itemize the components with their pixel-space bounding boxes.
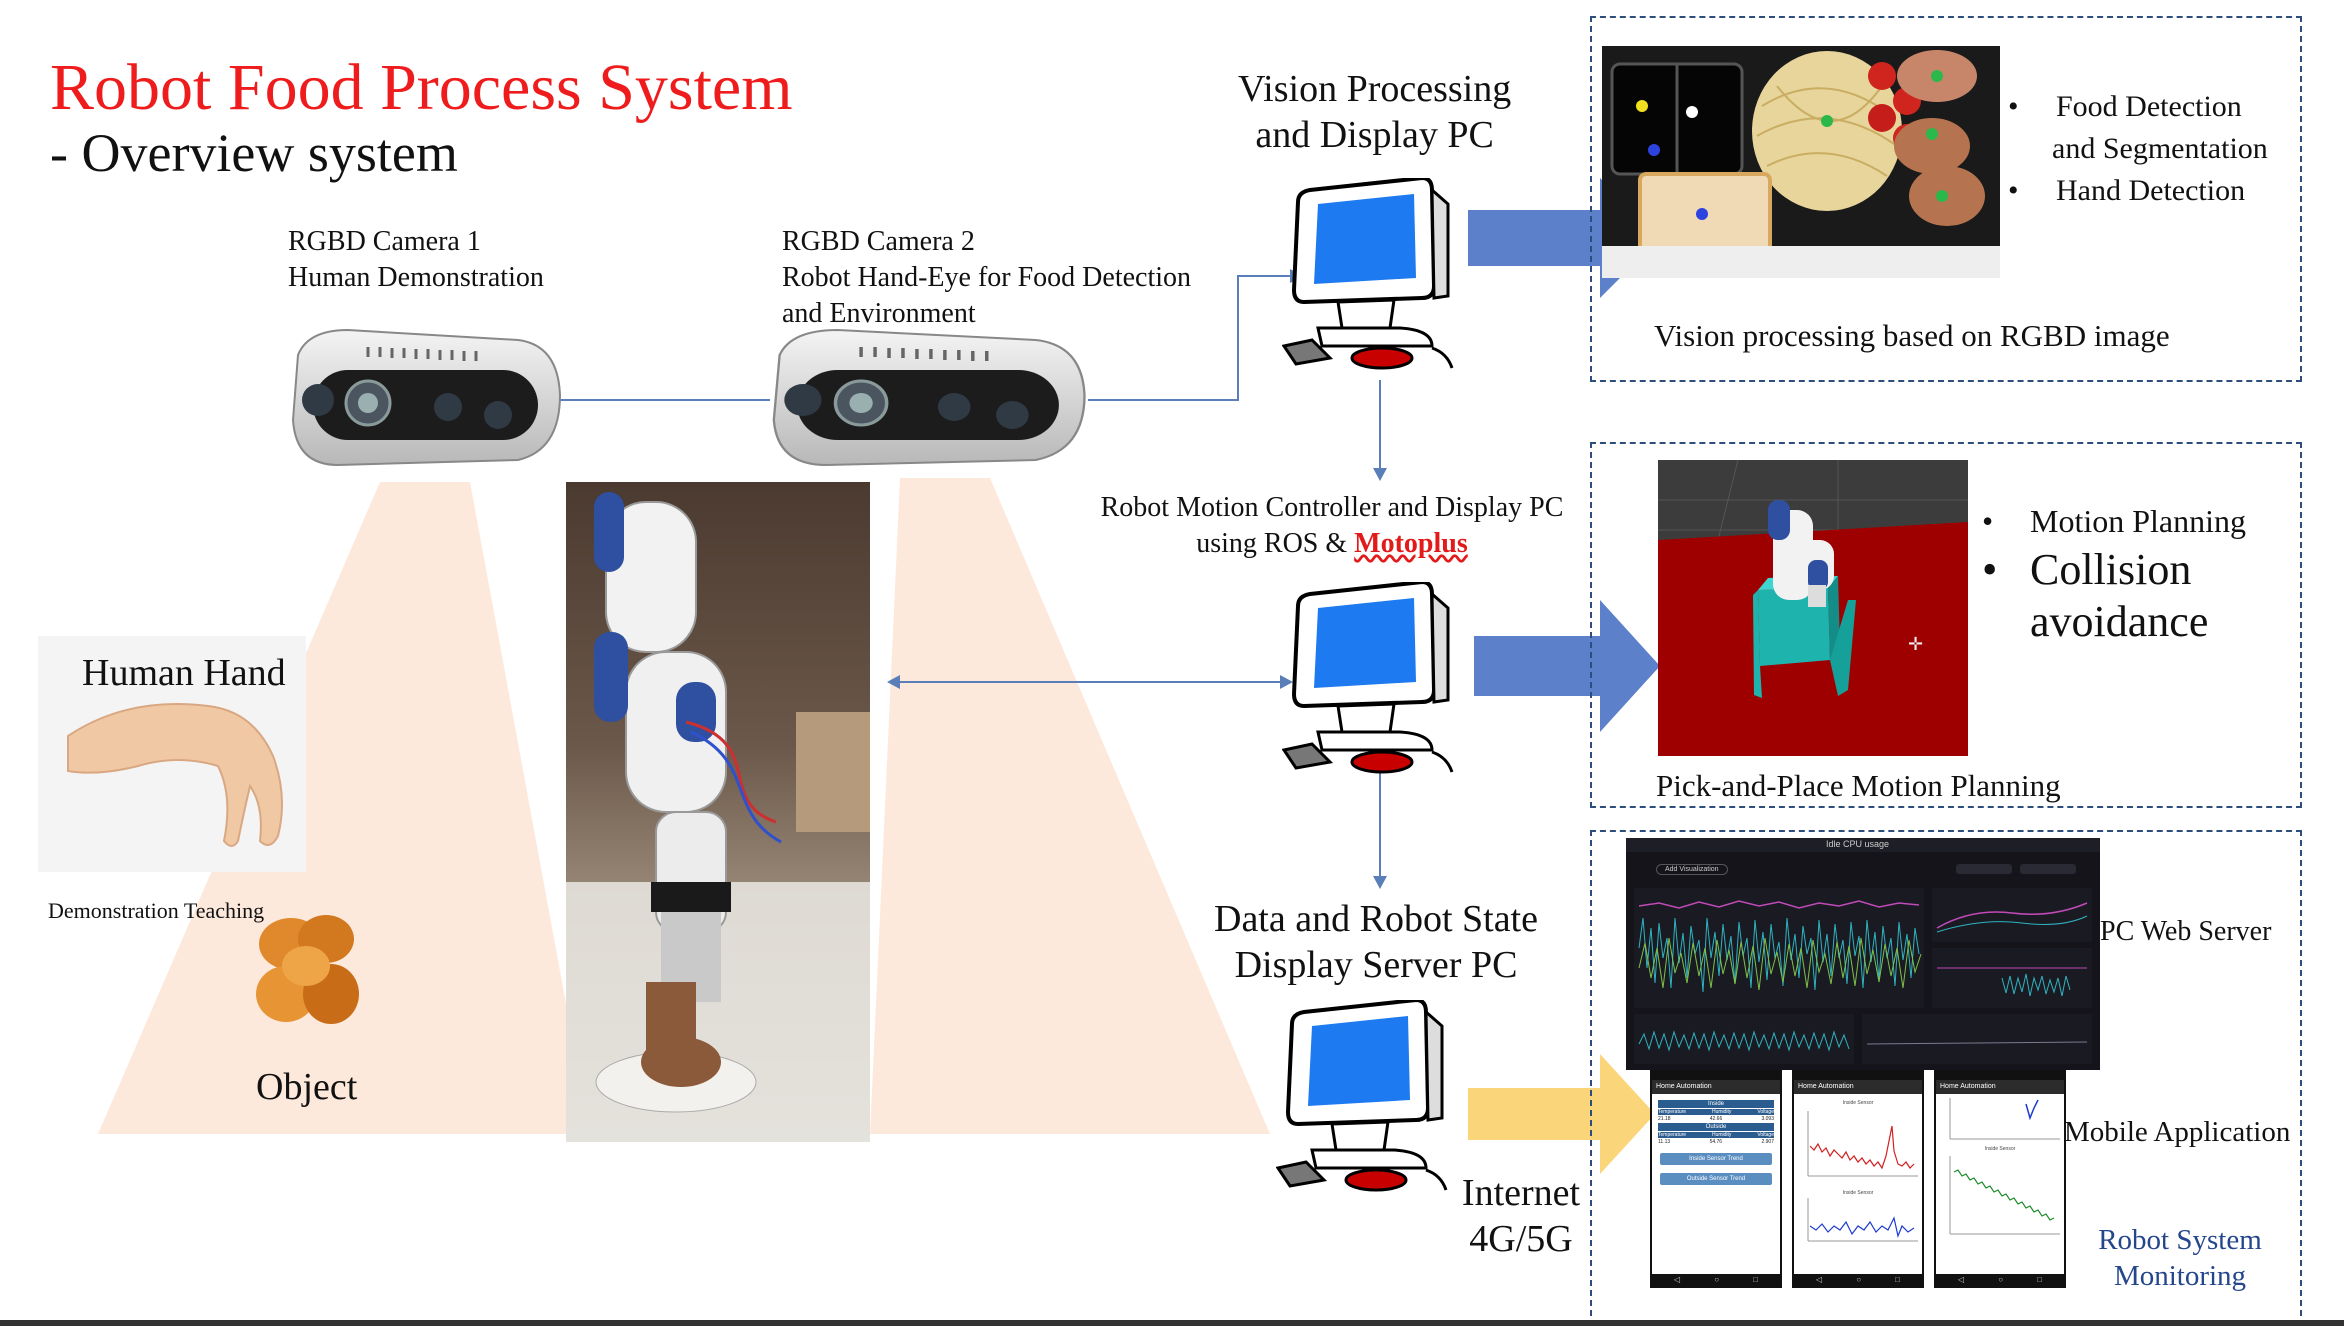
object-label: Object (256, 1066, 358, 1108)
mini-chart-2 (1932, 948, 2092, 1008)
fried-food-object-icon (256, 915, 359, 1024)
nav-back-icon[interactable]: ◁ (1816, 1275, 1823, 1284)
phone3-top-chart (1949, 1098, 2060, 1140)
rgbd-camera1-icon (291, 328, 562, 467)
motion-bullets: Motion Planning (1974, 502, 2246, 540)
outside-sensor-trend-button[interactable]: Outside Sensor Trend (1660, 1173, 1772, 1185)
robot-arm-photo (566, 482, 870, 1142)
web-server-label: PC Web Server (2100, 916, 2272, 947)
phone2-humidity-chart (1807, 1198, 1918, 1242)
internet-arrow (1468, 1054, 1655, 1174)
dashboard-title: Idle CPU usage (1826, 839, 1890, 849)
camera1-fov-cone (98, 482, 590, 1134)
vision-caption: Vision processing based on RGBD image (1654, 318, 2170, 353)
nav-recent-icon[interactable]: □ (1895, 1275, 1900, 1284)
server-pc-computer-icon (1276, 1000, 1448, 1192)
vision-bullets: Food Detection and Segmentation Hand Det… (2000, 86, 2268, 212)
nav-home-icon[interactable]: ○ (1856, 1275, 1862, 1284)
phone2-header: Home Automation (1794, 1080, 1922, 1094)
robot-system-monitoring-label: Robot System Monitoring (2098, 1224, 2262, 1292)
nav-recent-icon[interactable]: □ (1753, 1275, 1758, 1284)
motion-planning-box (1590, 442, 2302, 808)
motion-pc-label: Robot Motion Controller and Display PC u… (1100, 492, 1564, 559)
mini-chart-1 (1932, 888, 2092, 942)
demonstration-teaching-label: Demonstration Teaching (48, 898, 265, 923)
rviz-scene-icon: ✛ (1658, 460, 1968, 756)
motion-caption: Pick-and-Place Motion Planning (1656, 768, 2061, 803)
food-detection-image (1602, 46, 2000, 278)
inside-sensor-trend-button[interactable]: Inside Sensor Trend (1660, 1153, 1772, 1165)
phone3-trend-chart (1949, 1156, 2060, 1235)
collision-bullets: Collision avoidance (1974, 544, 2208, 648)
camera2-fov-cone (870, 478, 1270, 1134)
mobile-phone-3: Home Automation Inside Sensor ◁○□ (1934, 1070, 2066, 1288)
human-hand-photo (38, 636, 306, 872)
mini-chart-3 (1634, 1014, 1854, 1064)
motion-pc-computer-icon (1282, 582, 1454, 774)
phone2-temperature-chart (1807, 1111, 1918, 1177)
vision-pc-computer-icon (1282, 178, 1454, 370)
camera2-to-vision-line (1088, 275, 1290, 401)
add-visualization-button[interactable]: Add Visualization (1656, 864, 1728, 875)
robot-arm-icon (566, 492, 870, 1142)
nav-back-icon[interactable]: ◁ (1674, 1275, 1681, 1284)
internet-label: Internet 4G/5G (1461, 1172, 1581, 1260)
phone3-header: Home Automation (1936, 1080, 2064, 1094)
nav-back-icon[interactable]: ◁ (1958, 1275, 1965, 1284)
human-hand-label: Human Hand (82, 652, 286, 694)
mobile-phone-2: Home Automation Inside Sensor Inside Sen… (1792, 1070, 1924, 1288)
camera2-label: RGBD Camera 2 Robot Hand-Eye for Food De… (782, 226, 1192, 329)
page-subtitle: - Overview system (50, 123, 458, 183)
svg-text:✛: ✛ (1908, 634, 1923, 654)
server-pc-label: Data and Robot State Display Server PC (1214, 898, 1538, 986)
camera1-label: RGBD Camera 1 Human Demonstration (288, 226, 544, 293)
mini-chart-4 (1862, 1014, 2092, 1064)
nav-recent-icon[interactable]: □ (2037, 1275, 2042, 1284)
nav-home-icon[interactable]: ○ (1714, 1275, 1720, 1284)
motion-result-arrow (1474, 600, 1660, 732)
mobile-app-label: Mobile Application (2064, 1116, 2291, 1148)
rgbd-camera2-icon (772, 328, 1086, 467)
motion-planning-sim-image: ✛ (1658, 460, 1968, 756)
nav-home-icon[interactable]: ○ (1998, 1275, 2004, 1284)
phone1-header: Home Automation (1652, 1080, 1780, 1094)
vision-processing-box (1590, 16, 2302, 382)
bottom-border (0, 1320, 2344, 1326)
vision-pc-label: Vision Processing and Display PC (1238, 68, 1512, 156)
food-tray-icon (1602, 46, 2000, 278)
web-dashboard-screenshot: Idle CPU usage Add Visualization (1626, 838, 2100, 1070)
hand-icon (67, 703, 283, 847)
cpu-usage-chart (1634, 888, 1924, 1008)
page-title: Robot Food Process System (50, 51, 793, 124)
